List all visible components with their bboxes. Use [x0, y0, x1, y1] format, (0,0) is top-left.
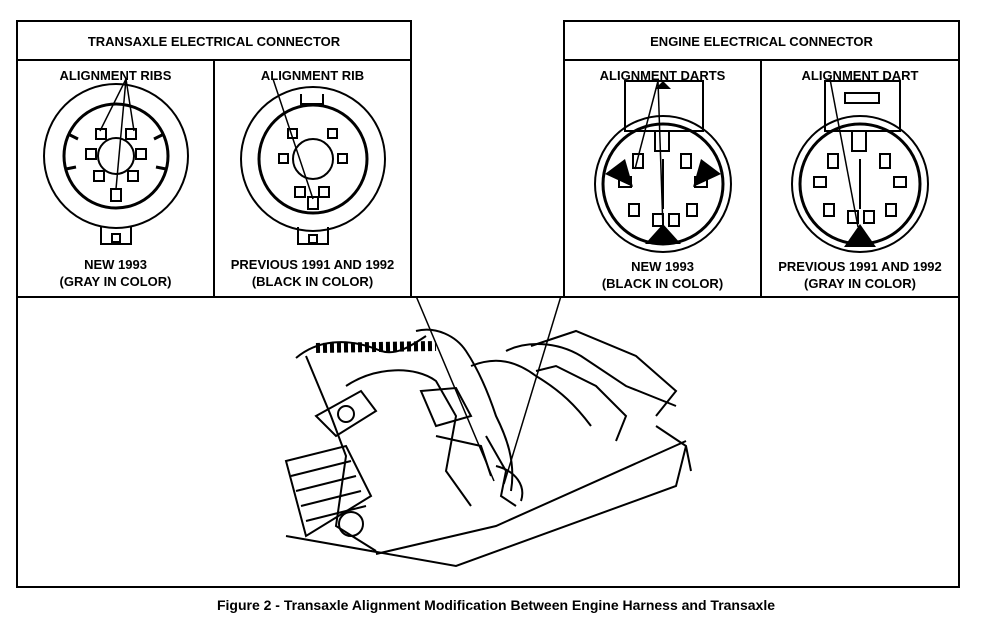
engine-previous-connector-diagram [791, 78, 929, 253]
engine-new-caption-line1: NEW 1993 [631, 259, 694, 274]
engine-header-box [563, 20, 960, 61]
transaxle-previous-connector-diagram [240, 78, 386, 245]
figure-frame [16, 296, 960, 588]
transaxle-previous-pointer-label: ALIGNMENT RIB [260, 68, 365, 83]
transaxle-new-pointer-label: ALIGNMENT RIBS [59, 68, 172, 83]
engine-harness-illustration [284, 296, 692, 568]
transaxle-new-caption-line1: NEW 1993 [84, 257, 147, 272]
transaxle-previous-caption: PREVIOUS 1991 AND 1992 (BLACK IN COLOR) [213, 256, 412, 290]
engine-new-caption: NEW 1993 (BLACK IN COLOR) [563, 258, 762, 292]
engine-new-connector-diagram [594, 80, 732, 253]
engine-previous-caption: PREVIOUS 1991 AND 1992 (GRAY IN COLOR) [760, 258, 960, 292]
engine-new-caption-line2: (BLACK IN COLOR) [601, 276, 724, 291]
transaxle-previous-caption-line1: PREVIOUS 1991 AND 1992 [230, 257, 395, 272]
engine-header: ENGINE ELECTRICAL CONNECTOR [650, 34, 873, 49]
transaxle-new-connector-diagram [43, 78, 189, 245]
transaxle-header: TRANSAXLE ELECTRICAL CONNECTOR [87, 34, 341, 49]
figure-caption: Figure 2 - Transaxle Alignment Modificat… [216, 597, 776, 613]
engine-new-pointer-label: ALIGNMENT DARTS [599, 68, 726, 83]
engine-previous-caption-line2: (GRAY IN COLOR) [804, 276, 916, 291]
engine-previous-caption-line1: PREVIOUS 1991 AND 1992 [778, 259, 942, 274]
engine-previous-panel [760, 59, 960, 298]
transaxle-new-caption-line2: (GRAY IN COLOR) [59, 274, 172, 289]
transaxle-header-box [16, 20, 412, 61]
transaxle-previous-caption-line2: (BLACK IN COLOR) [251, 274, 374, 289]
transaxle-new-caption: NEW 1993 (GRAY IN COLOR) [16, 256, 215, 290]
